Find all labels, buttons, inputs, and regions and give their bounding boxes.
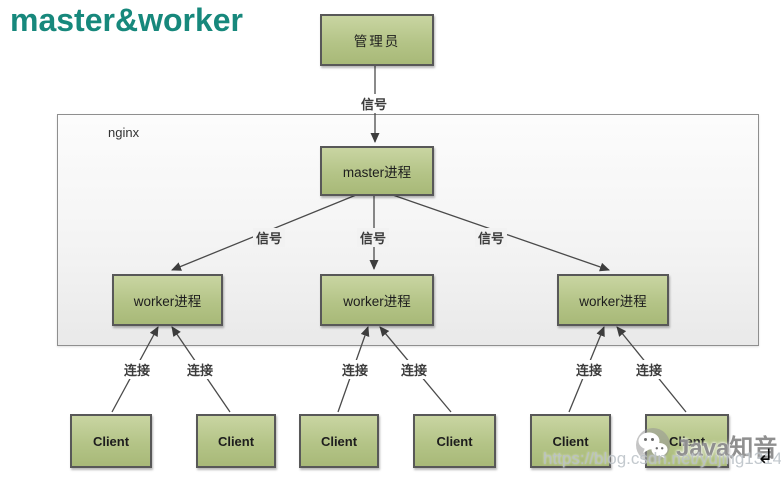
edge-label-connection-3: 连接: [338, 360, 372, 379]
mouse-cursor: ↲: [757, 444, 774, 468]
edge-label-connection-2: 连接: [183, 360, 217, 379]
edge-label-signal-top: 信号: [357, 94, 391, 113]
edge-label-connection-1: 连接: [120, 360, 154, 379]
edge-label-signal-right: 信号: [474, 228, 508, 247]
node-worker-process-2: worker进程: [320, 274, 434, 326]
edge-label-connection-5: 连接: [572, 360, 606, 379]
nginx-label: nginx: [108, 125, 140, 140]
node-worker-process-1: worker进程: [112, 274, 223, 326]
edge-label-connection-6: 连接: [632, 360, 666, 379]
page-title: master&worker: [10, 2, 243, 38]
node-admin: 管理员: [320, 14, 434, 66]
edge-label-signal-left: 信号: [252, 228, 286, 247]
edge-label-connection-4: 连接: [397, 360, 431, 379]
node-client-4: Client: [413, 414, 496, 468]
node-master-process: master进程: [320, 146, 434, 196]
watermark: Java知音: [634, 426, 777, 464]
node-client-1: Client: [70, 414, 152, 468]
node-client-3: Client: [299, 414, 379, 468]
node-client-2: Client: [196, 414, 276, 468]
edge-label-signal-middle: 信号: [356, 228, 390, 247]
watermark-url: https://blog.csdn.net/yujing1314: [543, 449, 781, 468]
wechat-icon: [636, 428, 670, 462]
node-worker-process-3: worker进程: [557, 274, 669, 326]
watermark-brand: Java知音: [676, 434, 778, 462]
node-client-5: Client: [530, 414, 611, 468]
